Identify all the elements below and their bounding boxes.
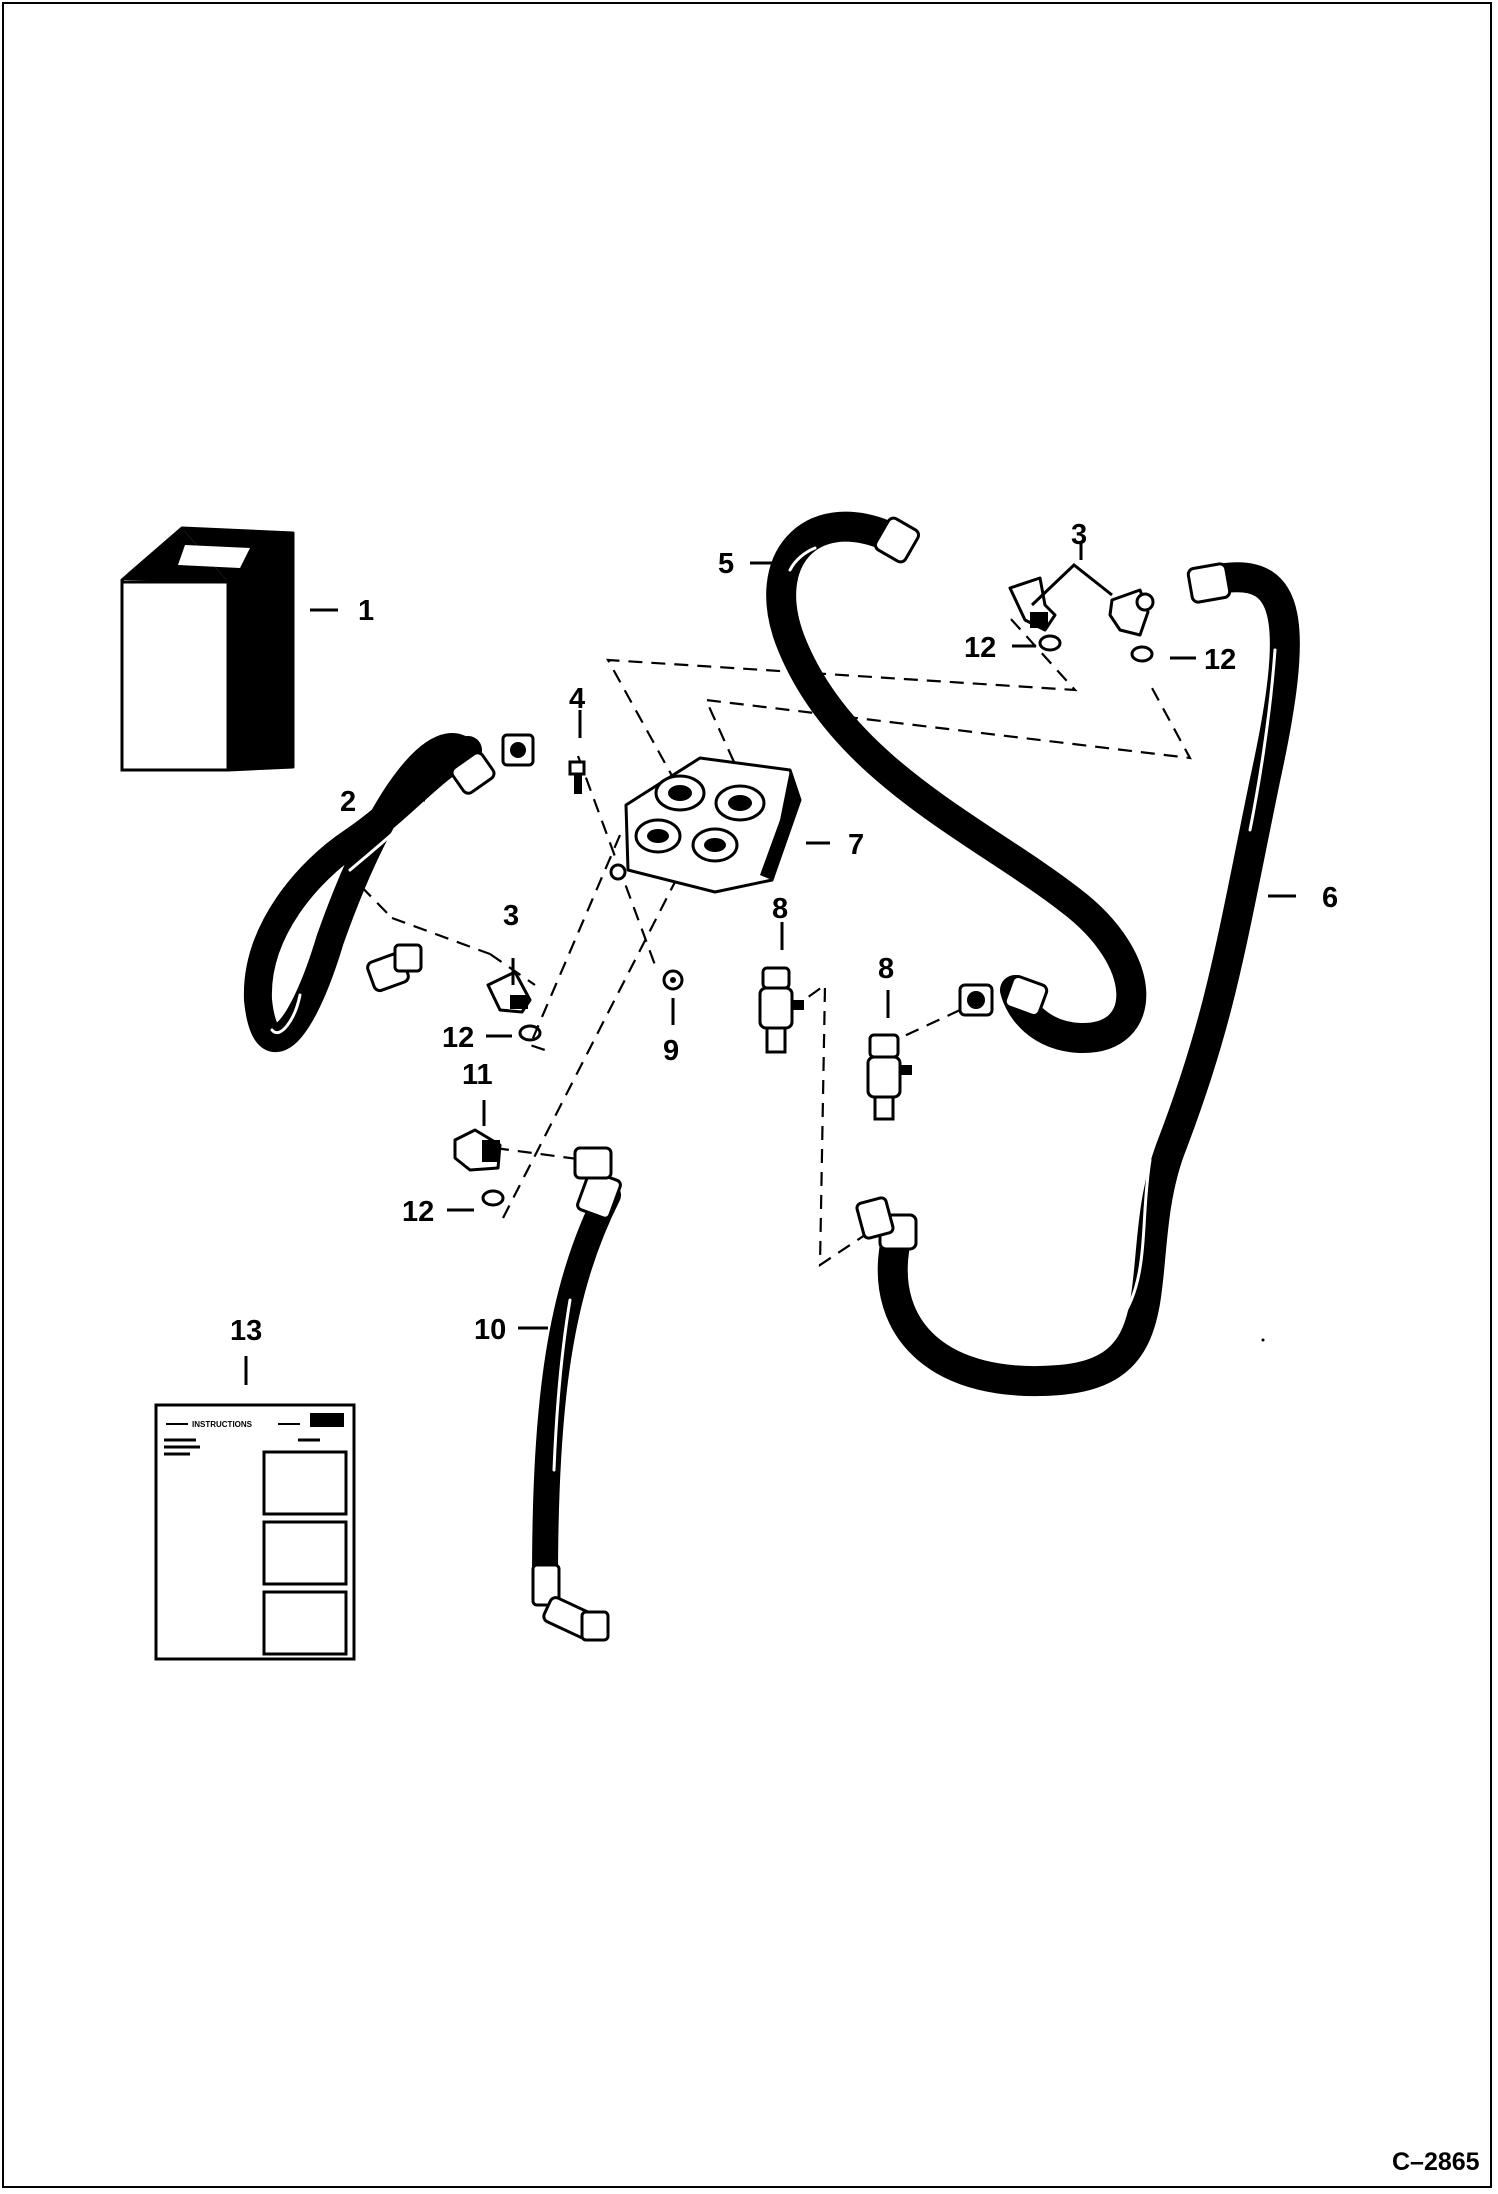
callout-12-d: 12 bbox=[402, 1196, 434, 1228]
callout-10: 10 bbox=[474, 1314, 506, 1346]
callout-12-a: 12 bbox=[964, 632, 996, 664]
part-6-hose bbox=[855, 562, 1300, 1397]
callout-5: 5 bbox=[718, 548, 734, 580]
callout-9: 9 bbox=[663, 1035, 679, 1067]
callout-8-left: 8 bbox=[772, 893, 788, 925]
callout-labels: 1 2 3 3 4 5 6 7 8 8 9 10 11 12 12 12 12 … bbox=[230, 519, 1338, 1347]
part-8-coupler-left bbox=[758, 966, 804, 1054]
part-8-coupler-right bbox=[866, 1033, 912, 1121]
part-9-nut bbox=[662, 969, 684, 991]
callout-6: 6 bbox=[1322, 882, 1338, 914]
callout-8-right: 8 bbox=[878, 953, 894, 985]
part-2-hose bbox=[243, 733, 535, 1052]
part-12-o-rings bbox=[481, 634, 1154, 1207]
part-11-elbow bbox=[453, 1128, 502, 1172]
drawing-code: C–2865 bbox=[1392, 2148, 1480, 2176]
assembly-dash-lines bbox=[344, 617, 1192, 1268]
part-1-box bbox=[120, 526, 295, 772]
callout-7: 7 bbox=[848, 829, 864, 861]
callout-13: 13 bbox=[230, 1315, 262, 1347]
callout-3-top: 3 bbox=[1071, 519, 1087, 551]
callout-2: 2 bbox=[340, 786, 356, 818]
part-4-bolt bbox=[568, 760, 586, 794]
callout-12-c: 12 bbox=[442, 1022, 474, 1054]
callout-4: 4 bbox=[569, 683, 585, 715]
part-3-elbow-top-right bbox=[1108, 588, 1155, 637]
part-13-instruction-sheet: INSTRUCTIONS bbox=[154, 1403, 356, 1661]
callout-12-b: 12 bbox=[1204, 644, 1236, 676]
callout-11: 11 bbox=[462, 1059, 493, 1091]
part-5-hose bbox=[766, 511, 1147, 1054]
part-10-hose bbox=[531, 1146, 622, 1642]
part-7-valve-body bbox=[609, 756, 802, 894]
stray-dot bbox=[1261, 1338, 1265, 1342]
instruction-sheet-heading: INSTRUCTIONS bbox=[192, 1420, 253, 1429]
callout-leaders bbox=[244, 543, 1296, 1385]
callout-3-left: 3 bbox=[503, 900, 519, 932]
callout-1: 1 bbox=[358, 595, 374, 627]
part-3-elbow-left bbox=[486, 970, 532, 1014]
